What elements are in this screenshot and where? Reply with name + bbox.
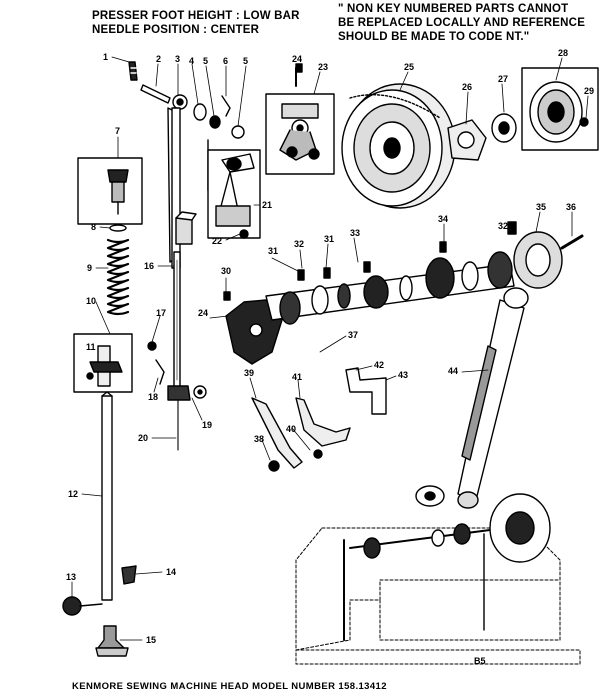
needle-position-note: NEEDLE POSITION : CENTER — [92, 24, 260, 36]
callout-7: 7 — [115, 126, 120, 136]
callout-18: 18 — [148, 392, 158, 402]
callout-labels: 1 2 3 4 6 5 5 7 8 9 10 11 12 13 14 15 16… — [66, 48, 594, 666]
callout-20: 20 — [138, 433, 148, 443]
callout-3: 3 — [175, 54, 180, 64]
presser-bar-guide-bracket — [175, 211, 197, 245]
needle-bar-link-detail-box — [207, 149, 261, 239]
presser-foot-shank — [121, 565, 137, 585]
presser-foot-height-note: PRESSER FOOT HEIGHT : LOW BAR — [92, 10, 300, 22]
callout-21: 21 — [262, 200, 272, 210]
washer-part — [109, 224, 127, 232]
callout-27: 27 — [498, 74, 508, 84]
callout-41: 41 — [292, 372, 302, 382]
hand-wheel — [341, 83, 456, 209]
tension-cap-detail-box — [77, 157, 143, 225]
callout-38: 38 — [254, 434, 264, 444]
callout-5a: 5 — [203, 56, 208, 66]
thread-guide-clip — [147, 341, 165, 385]
callout-28: 28 — [558, 48, 568, 58]
presser-bar-spring — [106, 238, 130, 316]
presser-foot-thumb-screw — [62, 596, 103, 616]
callout-15: 15 — [146, 635, 156, 645]
callout-24b: 24 — [198, 308, 208, 318]
callout-42: 42 — [374, 360, 384, 370]
wheel-washer — [491, 113, 517, 143]
bobbin-case-detail — [415, 485, 445, 507]
presser-foot — [95, 625, 129, 657]
callout-43: 43 — [398, 370, 408, 380]
callout-37: 37 — [348, 330, 358, 340]
callout-32b: 32 — [498, 221, 508, 231]
bobbin-winder-bracket — [345, 367, 387, 415]
callout-30: 30 — [221, 266, 231, 276]
stop-motion-knob-detail-box — [521, 67, 599, 151]
callout-31a: 31 — [268, 246, 278, 256]
set-screws — [223, 63, 517, 301]
take-up-lever-detail-box — [265, 67, 335, 175]
guide-bracket-detail-box — [73, 333, 133, 393]
feed-lever — [251, 397, 303, 472]
callout-22: 22 — [212, 236, 222, 246]
non-key-parts-note-line2: BE REPLACED LOCALLY AND REFERENCE — [338, 17, 586, 29]
callout-4: 4 — [189, 56, 194, 66]
callout-12: 12 — [68, 489, 78, 499]
non-key-parts-note-line3: SHOULD BE MADE TO CODE NT." — [338, 31, 530, 43]
callout-34: 34 — [438, 214, 448, 224]
arm-shaft-counterweight — [225, 299, 283, 365]
callout-26: 26 — [462, 82, 472, 92]
callout-6: 6 — [223, 56, 228, 66]
callout-1: 1 — [103, 52, 108, 62]
callout-40: 40 — [286, 424, 296, 434]
needle-bar — [173, 251, 181, 389]
callout-24a: 24 — [292, 54, 302, 64]
callout-31b: 31 — [324, 234, 334, 244]
shaft-bushing — [513, 231, 584, 289]
arm-shaft — [265, 251, 515, 325]
page-code-label: B5 — [474, 656, 486, 666]
callout-33: 33 — [350, 228, 360, 238]
callout-17: 17 — [156, 308, 166, 318]
callout-13: 13 — [66, 572, 76, 582]
callout-35: 35 — [536, 202, 546, 212]
callout-9: 9 — [87, 263, 92, 273]
callout-11: 11 — [86, 342, 96, 352]
callout-23: 23 — [318, 62, 328, 72]
callout-14: 14 — [166, 567, 176, 577]
callout-16: 16 — [144, 261, 154, 271]
callout-10: 10 — [86, 296, 96, 306]
stitch-regulator-lever — [295, 397, 351, 459]
thumb-screw-part — [128, 61, 138, 81]
non-key-parts-note-line1: " NON KEY NUMBERED PARTS CANNOT — [338, 3, 569, 15]
callout-44: 44 — [448, 366, 458, 376]
wheel-clutch-plate — [447, 119, 487, 161]
model-number-footer: KENMORE SEWING MACHINE HEAD MODEL NUMBER… — [72, 681, 387, 692]
callout-29: 29 — [584, 86, 594, 96]
machine-head-internal-shaft — [343, 493, 551, 641]
callout-8: 8 — [91, 222, 96, 232]
callout-25: 25 — [404, 62, 414, 72]
callout-32a: 32 — [294, 239, 304, 249]
needle-clamp — [167, 385, 207, 401]
presser-bar-shaft — [140, 84, 188, 269]
connecting-link-rod — [457, 287, 529, 509]
callout-39: 39 — [244, 368, 254, 378]
callout-19: 19 — [202, 420, 212, 430]
callout-2: 2 — [156, 54, 161, 64]
callout-36: 36 — [566, 202, 576, 212]
callout-leader-lines — [71, 56, 589, 641]
presser-bar — [101, 391, 113, 601]
callout-5b: 5 — [243, 56, 248, 66]
